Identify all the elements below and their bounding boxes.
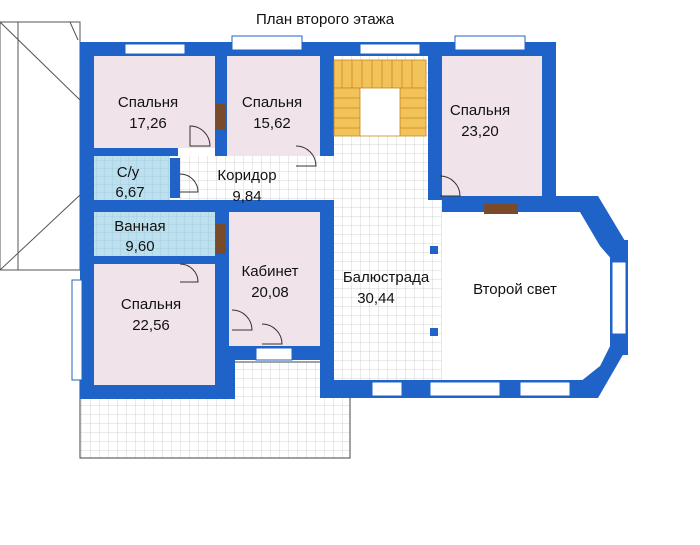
room-labels: Спальня 17,26 Спальня 15,62 Спальня 23,2… [114, 94, 557, 334]
room-area-bedroom-4: 22,56 [132, 317, 170, 334]
room-area-bedroom-3: 23,20 [461, 123, 499, 140]
room-name-study: Кабинет [241, 263, 298, 280]
room-name-bedroom-2: Спальня [242, 94, 302, 111]
staircase [333, 59, 427, 137]
room-area-bedroom-2: 15,62 [253, 115, 291, 132]
room-area-balustrade: 30,44 [357, 290, 395, 307]
room-name-bedroom-1: Спальня [118, 94, 178, 111]
balustrade-posts [430, 246, 438, 336]
room-name-bathroom: Ванная [114, 218, 165, 235]
room-area-study: 20,08 [251, 284, 289, 301]
room-name-wc: С/у [117, 164, 140, 181]
room-name-second-light: Второй свет [473, 281, 557, 298]
room-area-corridor: 9,84 [232, 188, 261, 205]
room-fills [94, 56, 610, 385]
room-name-corridor: Коридор [217, 167, 276, 184]
room-name-balustrade: Балюстрада [343, 269, 430, 286]
room-area-bedroom-1: 17,26 [129, 115, 167, 132]
ventilation-details [216, 104, 518, 254]
plan-title: План второго этажа [256, 11, 395, 28]
room-area-wc: 6,67 [115, 184, 144, 201]
roof-outline [0, 21, 81, 271]
door-swings [179, 125, 461, 345]
room-name-bedroom-3: Спальня [450, 102, 510, 119]
windows [71, 35, 627, 397]
interior-walls [94, 56, 556, 398]
room-name-bedroom-4: Спальня [121, 296, 181, 313]
room-area-bathroom: 9,60 [125, 238, 154, 255]
